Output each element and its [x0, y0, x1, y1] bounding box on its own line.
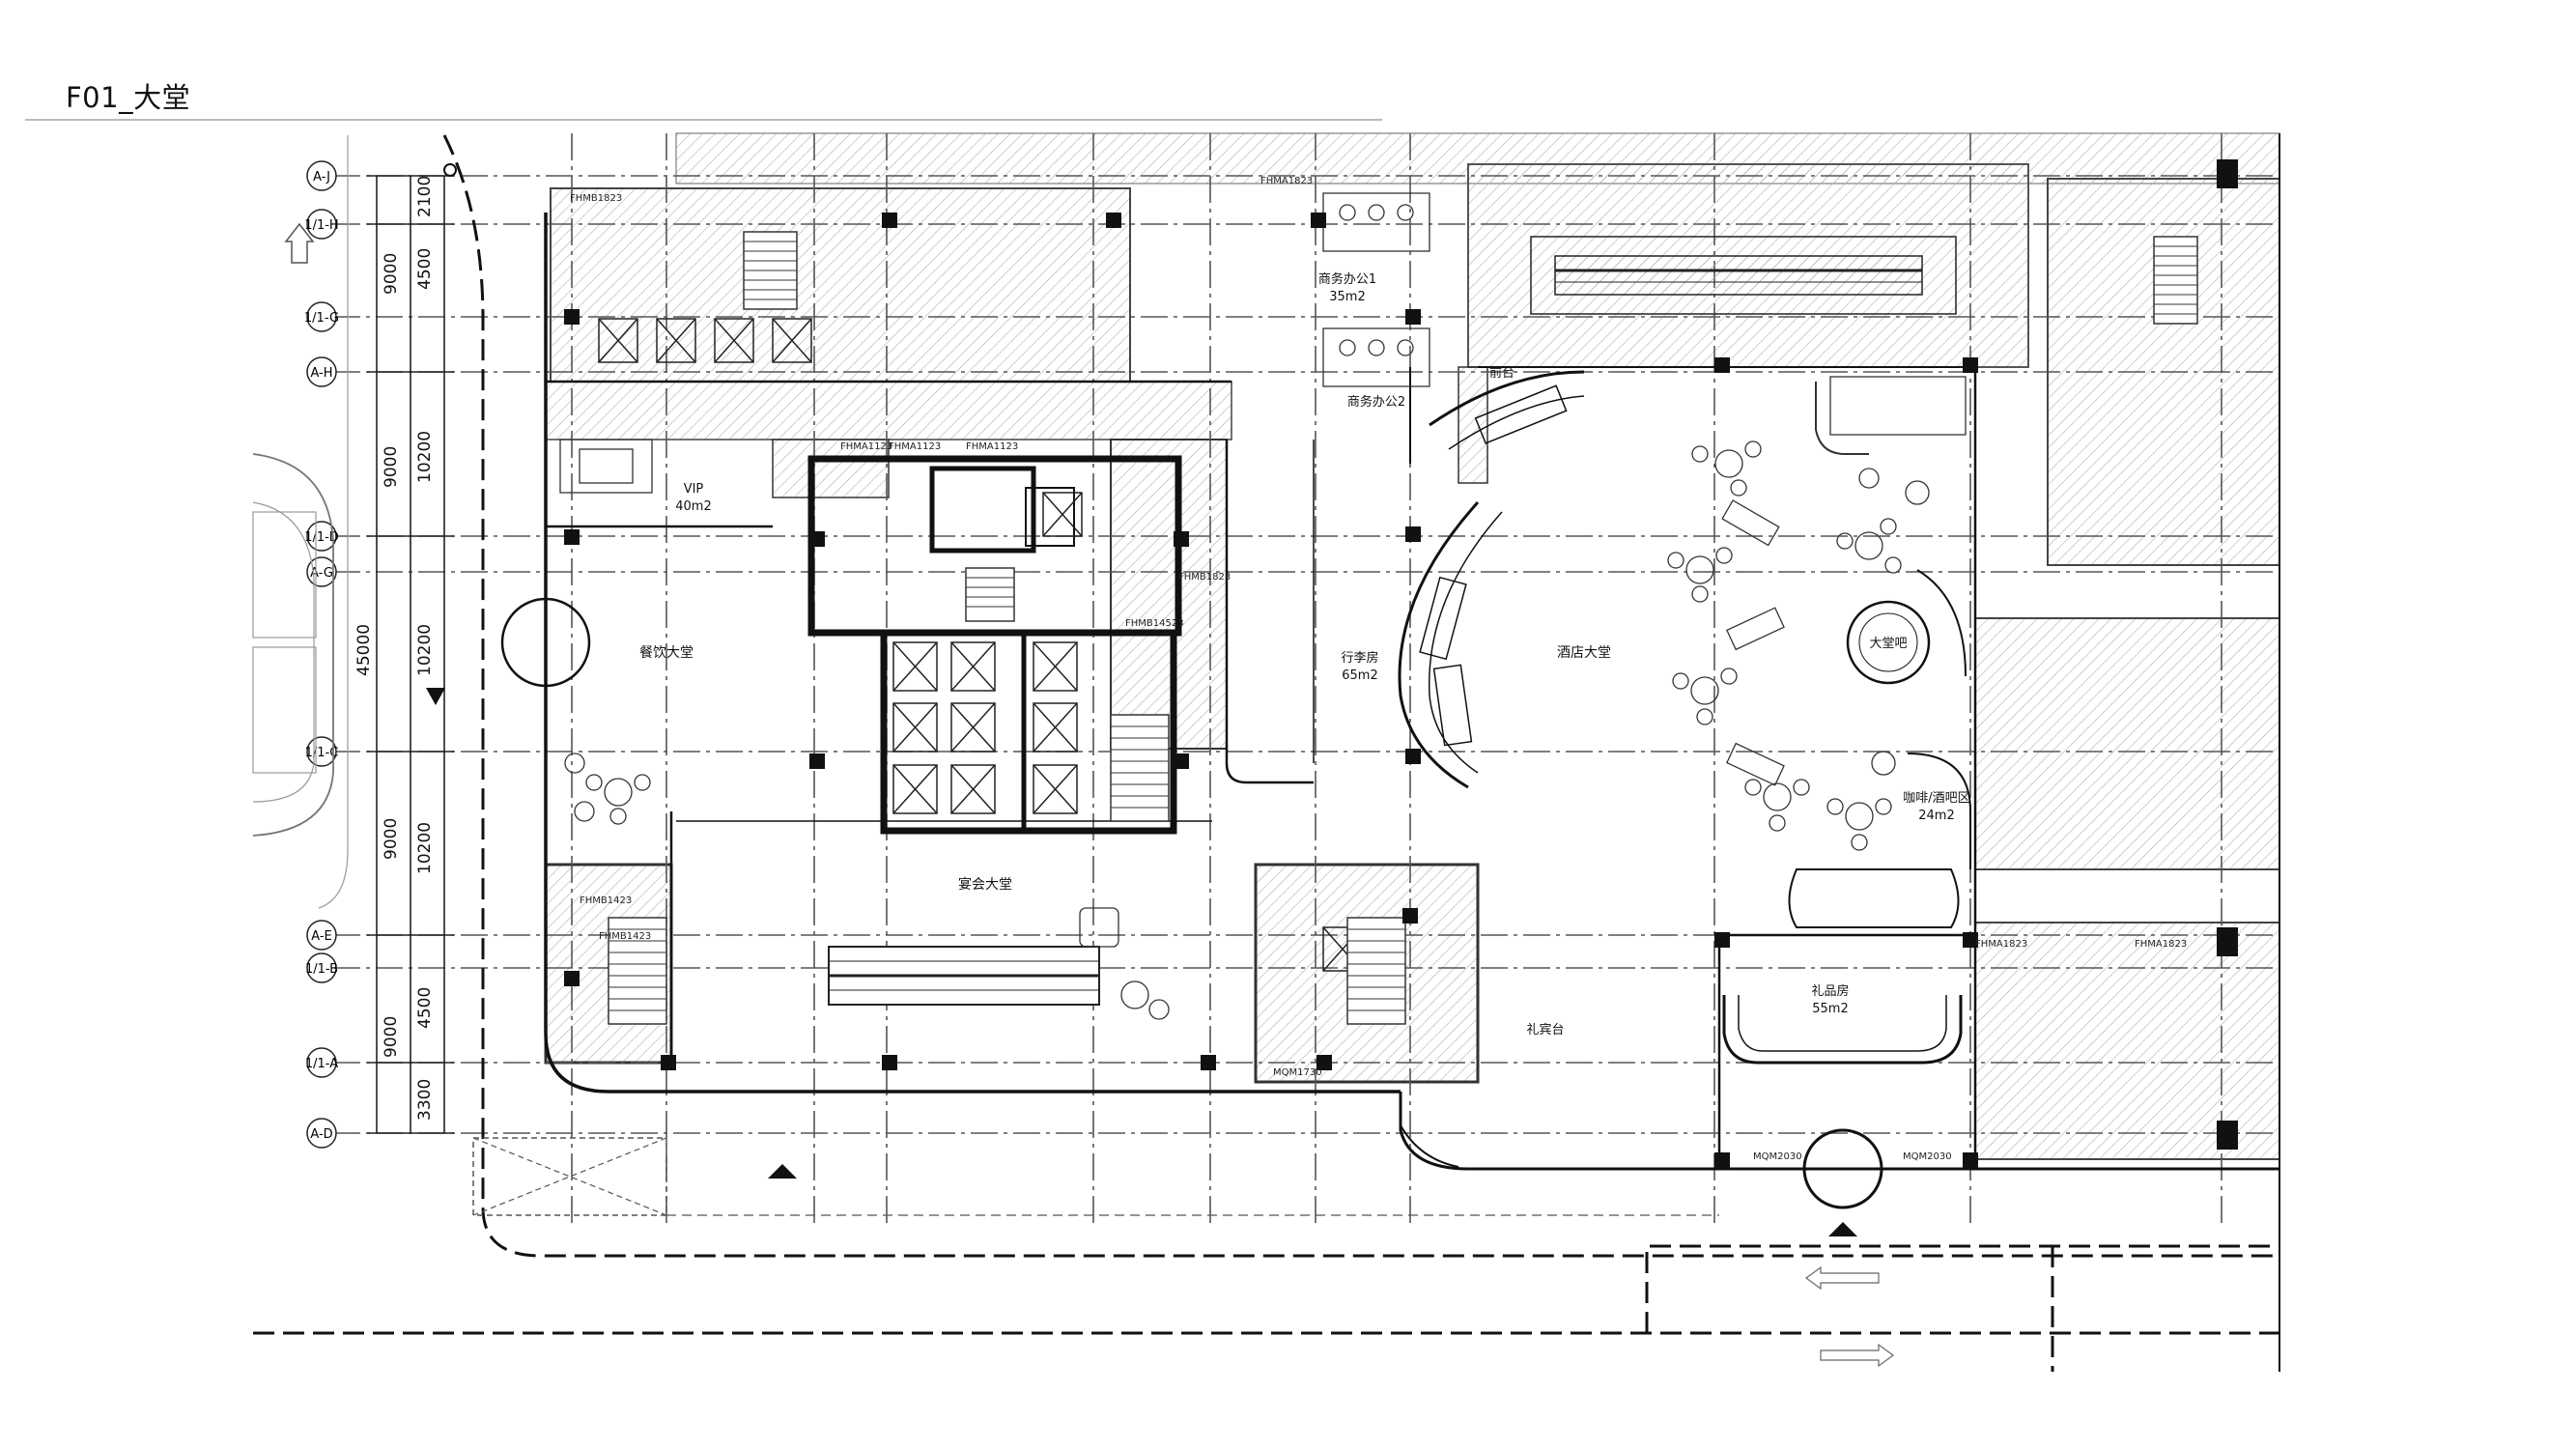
axis-grid	[333, 133, 2279, 1227]
door-tag: FHMA1823	[2135, 939, 2187, 950]
escalators	[828, 236, 1957, 1006]
door-tag: MQM2030	[1753, 1151, 1802, 1162]
svg-text:A-E: A-E	[311, 929, 332, 944]
room-lobby-bar: 大堂吧	[1869, 637, 1907, 651]
room-gift: 礼品房	[1811, 983, 1849, 999]
axis-bubble: 1/1-B	[305, 952, 338, 983]
svg-text:1/1-D: 1/1-D	[304, 530, 339, 545]
axis-bubble: 1/1-A	[305, 1047, 338, 1078]
building-walls	[544, 213, 2279, 1171]
door-tag: FHMB14523	[1125, 618, 1184, 629]
room-luggage: 行李房	[1341, 650, 1378, 666]
entrance-triangle-icon	[768, 1164, 797, 1179]
door-tag: FHMB1823	[570, 193, 622, 204]
door-tag: FHMA1123	[966, 441, 1018, 452]
dim-inner-7: 3300	[415, 1079, 435, 1121]
dim-inner-6: 4500	[415, 987, 435, 1029]
dim-inner-1: 2100	[415, 176, 435, 217]
stairs	[608, 231, 2198, 1025]
elevator-cars	[598, 318, 1363, 972]
dimension-labels: 9000 9000 45000 9000 9000 2100 4500 1020…	[354, 176, 435, 1121]
hatched-zones	[544, 132, 2280, 1160]
room-lounge: 咖啡/酒吧区	[1903, 791, 1969, 806]
door-tag: FHMB1423	[599, 931, 651, 942]
entrance-triangle-icon	[1828, 1222, 1857, 1236]
door-tags: FHMA1823 FHMA1123 FHMA1123 FHMA1123 FHMB…	[570, 176, 2187, 1162]
axis-bubble: A-D	[306, 1118, 337, 1149]
svg-text:1/1-C: 1/1-C	[305, 746, 339, 760]
title-divider	[25, 119, 1382, 121]
door-tag: FHMB1823	[1178, 572, 1231, 582]
room-frontdesk: 前台	[1489, 365, 1514, 381]
furniture	[559, 192, 1967, 1020]
door-tag: MQM1730	[1273, 1067, 1322, 1078]
traffic-arrow-left-icon	[1804, 1265, 1880, 1291]
site-boundary	[252, 133, 2280, 1372]
north-arrow-icon	[284, 222, 315, 264]
direction-triangle-icon	[426, 688, 445, 705]
axis-bubble: 1/1-G	[304, 301, 339, 332]
room-meeting2: 商务办公2	[1347, 394, 1405, 410]
door-tag: MQM2030	[1903, 1151, 1952, 1162]
door-tag: FHMA1823	[1260, 176, 1313, 186]
dim-outer-4: 9000	[382, 818, 401, 860]
room-vip-area: 40m2	[675, 499, 711, 514]
svg-text:1/1-G: 1/1-G	[304, 311, 339, 326]
svg-text:A-H: A-H	[310, 366, 332, 381]
axis-bubble: 1/1-D	[304, 521, 339, 552]
room-lounge-area: 24m2	[1918, 809, 1954, 823]
dim-outer-1: 9000	[382, 253, 401, 295]
door-tag: FHMA1823	[1975, 939, 2027, 950]
dim-inner-2: 4500	[415, 248, 435, 290]
door-tag: FHMA1123	[889, 441, 941, 452]
axis-bubble: A-E	[306, 920, 337, 951]
room-meeting1: 商务办公1	[1318, 271, 1376, 287]
dim-inner-5: 10200	[415, 822, 435, 874]
room-reception: 礼宾台	[1526, 1022, 1564, 1037]
room-dining-hall: 餐饮大堂	[639, 645, 694, 661]
axis-bubble: 1/1-H	[304, 209, 339, 240]
dim-inner-3: 10200	[415, 431, 435, 483]
markers	[284, 163, 1895, 1368]
room-vip: VIP	[684, 482, 704, 497]
curved-walls	[500, 370, 1971, 1209]
door-tag: FHMA1123	[840, 441, 892, 452]
svg-text:1/1-A: 1/1-A	[305, 1057, 338, 1071]
dim-outer-2: 9000	[382, 446, 401, 488]
svg-text:A-D: A-D	[310, 1127, 332, 1142]
room-luggage-area: 65m2	[1342, 668, 1377, 683]
dim-outer-5: 9000	[382, 1016, 401, 1058]
room-meeting1-area: 35m2	[1329, 290, 1365, 304]
dimension-lines	[367, 175, 454, 1134]
axis-bubble: A-H	[306, 356, 337, 387]
svg-text:1/1-B: 1/1-B	[305, 962, 338, 977]
door-tag: FHMB1423	[580, 895, 632, 906]
svg-text:A-J: A-J	[313, 170, 330, 185]
axis-bubble: A-J	[306, 160, 337, 191]
svg-text:1/1-H: 1/1-H	[304, 218, 338, 233]
traffic-arrow-right-icon	[1820, 1343, 1895, 1368]
columns	[564, 159, 2238, 1168]
dim-outer-3: 45000	[354, 624, 374, 676]
room-banquet-hall: 宴会大堂	[958, 876, 1012, 893]
room-gift-area: 55m2	[1812, 1002, 1848, 1016]
room-hotel-lobby: 酒店大堂	[1557, 645, 1611, 661]
axis-bubbles: A-J 1/1-H 1/1-G A-H 1/1-D A-G 1/1-C A-E …	[304, 160, 339, 1149]
room-labels: 餐饮大堂 宴会大堂 酒店大堂 VIP 40m2 行李房 65m2 礼品房 55m…	[639, 271, 1970, 1037]
dim-inner-4: 10200	[415, 624, 435, 676]
page-title: F01_大堂	[66, 81, 191, 114]
